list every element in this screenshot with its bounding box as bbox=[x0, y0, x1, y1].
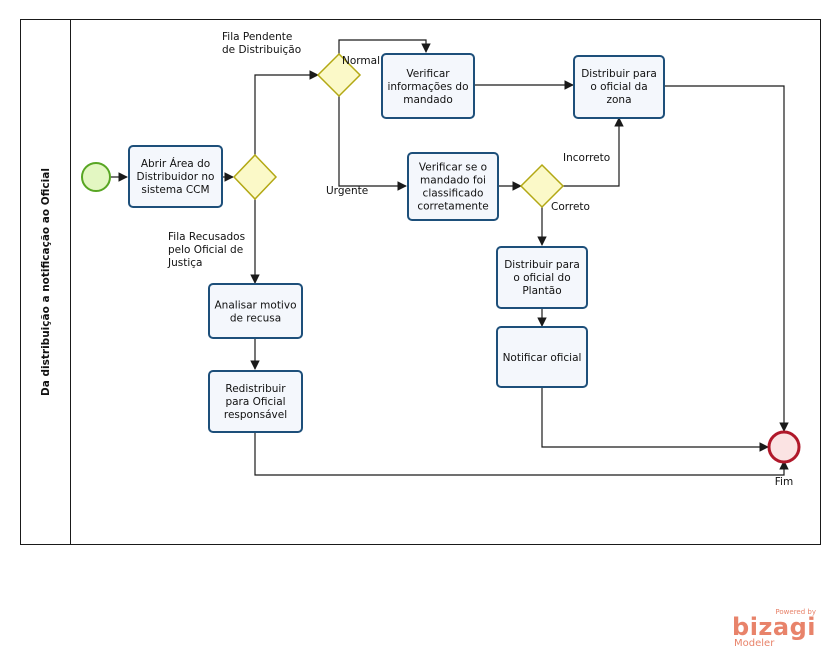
text-line: Verificar bbox=[406, 68, 450, 80]
flow-distribuir-zona-to-end bbox=[664, 85, 789, 432]
flow-notificar-to-end bbox=[541, 387, 769, 452]
flow-gateway2-normal bbox=[338, 39, 431, 54]
text-line: corretamente bbox=[417, 201, 488, 213]
flow-gateway3-incorreto bbox=[563, 117, 624, 187]
task-notificar: Notificar oficial bbox=[496, 326, 588, 388]
text-line: informações do bbox=[387, 81, 468, 93]
flow-gateway2-urgente bbox=[338, 96, 407, 191]
label-normal: Normal bbox=[342, 55, 380, 67]
text-line: para Oficial bbox=[225, 396, 285, 408]
text-line: pelo Oficial de bbox=[168, 244, 243, 256]
gateway-classificacao bbox=[519, 163, 565, 209]
text-line: responsável bbox=[224, 409, 287, 421]
text-line: Distribuir para bbox=[504, 259, 580, 271]
sequence-flows bbox=[111, 39, 789, 476]
text-line: mandado bbox=[403, 94, 453, 106]
text-line: Fila Pendente bbox=[222, 31, 292, 43]
logo-brand: bizagi bbox=[732, 613, 816, 641]
flow-redistribuir-to-end bbox=[254, 432, 789, 476]
logo-modeler: Modeler bbox=[734, 638, 775, 649]
text-line: de recusa bbox=[230, 313, 281, 325]
label-correto: Correto bbox=[551, 201, 590, 213]
text-line: Verificar se o bbox=[419, 162, 487, 174]
text-line: zona bbox=[606, 94, 631, 106]
label-incorreto: Incorreto bbox=[563, 152, 610, 164]
text-line: Analisar motivo bbox=[215, 300, 297, 312]
svg-text:Notificar oficial: Notificar oficial bbox=[503, 352, 582, 364]
gateway-prioridade bbox=[316, 52, 362, 98]
text-line: de Distribuição bbox=[222, 44, 301, 56]
text-line: Notificar oficial bbox=[503, 352, 582, 364]
text-line: Plantão bbox=[522, 285, 561, 297]
text-line: Fila Recusados bbox=[168, 231, 245, 243]
text-line: Distribuir para bbox=[581, 68, 657, 80]
text-line: classificado bbox=[423, 188, 484, 200]
flow-gateway1-to-gateway2 bbox=[254, 70, 319, 155]
label-urgente: Urgente bbox=[326, 185, 368, 197]
text-line: sistema CCM bbox=[141, 184, 209, 196]
logo-powered-by: Powered by bbox=[775, 608, 816, 616]
text-line: mandado foi bbox=[420, 175, 486, 187]
text-line: Abrir Área do bbox=[141, 157, 210, 170]
pool-title: Da distribuição a notificação ao Oficial bbox=[40, 168, 52, 396]
gateway-fila bbox=[232, 153, 278, 201]
text-line: o oficial do bbox=[513, 272, 570, 284]
text-line: o oficial da bbox=[590, 81, 647, 93]
text-line: Distribuidor no bbox=[137, 171, 215, 183]
text-line: Justiça bbox=[167, 257, 202, 269]
start-event bbox=[81, 162, 111, 192]
bizagi-logo: Powered by bizagi Modeler bbox=[732, 608, 816, 649]
end-event bbox=[767, 430, 801, 464]
end-event-label: Fim bbox=[775, 476, 793, 488]
text-line: Redistribuir bbox=[225, 383, 286, 395]
